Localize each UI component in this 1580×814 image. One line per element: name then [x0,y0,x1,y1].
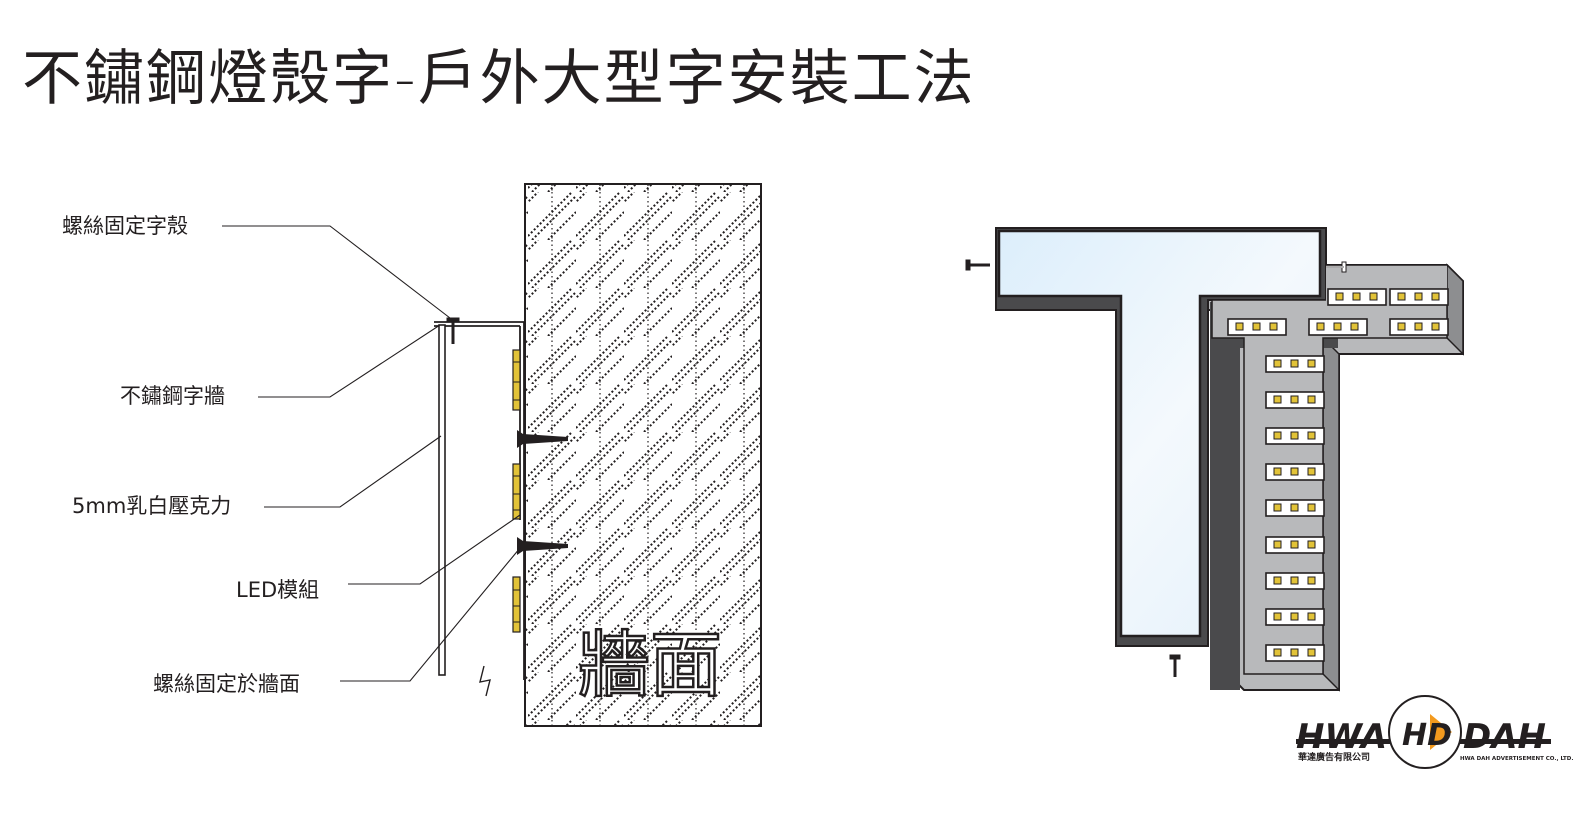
logo-text-center: HD [1402,718,1452,753]
power-bolt-icon [479,665,491,697]
callout-steel-wall: 不鏽鋼字牆 [120,384,225,408]
callout-screw-shell: 螺絲固定字殼 [62,214,188,238]
shell-screw-icon [446,317,460,344]
letter-screw-icon [965,259,1347,677]
callout-screw-wall: 螺絲固定於牆面 [153,672,300,696]
logo-text-left: HWA [1296,717,1387,757]
logo-flame-icon [1430,714,1452,750]
wall-block [524,183,762,727]
callout-led-module: LED模組 [236,578,320,602]
logo-text-right: DAH [1463,717,1546,757]
page-title: 不鏽鋼燈殼字-戶外大型字安裝工法 [22,44,976,114]
acrylic-panel [438,324,446,676]
led-strip-side [512,349,521,633]
steel-shell [434,321,525,680]
callout-acrylic: 5mm乳白壓克力 [72,494,232,518]
leader-lines [222,225,521,682]
wall-screw-icon [517,430,568,555]
logo-subtitle-english: HWA DAH ADVERTISEMENT CO., LTD. [1460,756,1573,762]
company-logo: HWA DAH HD 華達廣告有限公司 HWA DAH ADVERTISEMEN… [1296,695,1573,769]
wall-label: 牆面 [578,623,722,707]
logo-subtitle-chinese: 華達廣告有限公司 [1298,751,1370,763]
